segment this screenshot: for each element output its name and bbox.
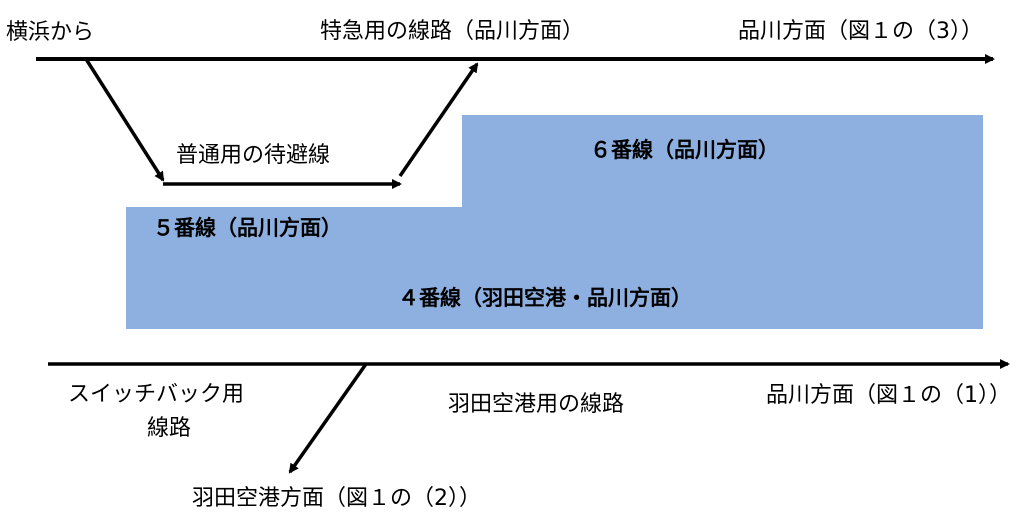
label-express-track: 特急用の線路（品川方面） [320,19,585,44]
label-haneda-direction: 羽田空港方面（図１の（2）） [192,486,481,511]
label-track-6: ６番線（品川方面） [590,138,779,162]
label-switchback-line1: スイッチバック用 [68,382,245,407]
label-shinagawa-bottom: 品川方面（図１の（1）） [766,383,1011,408]
label-shinagawa-top: 品川方面（図１の（3）） [738,19,983,44]
label-switchback-line2: 線路 [147,416,192,441]
siding-diverge-line [84,58,165,182]
platform-area [126,115,983,329]
label-track-5: ５番線（品川方面） [153,216,342,240]
siding-rejoin-line [398,62,479,177]
label-from-yokohama: 横浜から [6,20,95,45]
switchback-branch-line [288,362,368,474]
label-local-siding: 普通用の待避線 [176,143,331,168]
label-track-4: ４番線（羽田空港・品川方面） [398,286,692,310]
label-haneda-track: 羽田空港用の線路 [448,392,625,417]
